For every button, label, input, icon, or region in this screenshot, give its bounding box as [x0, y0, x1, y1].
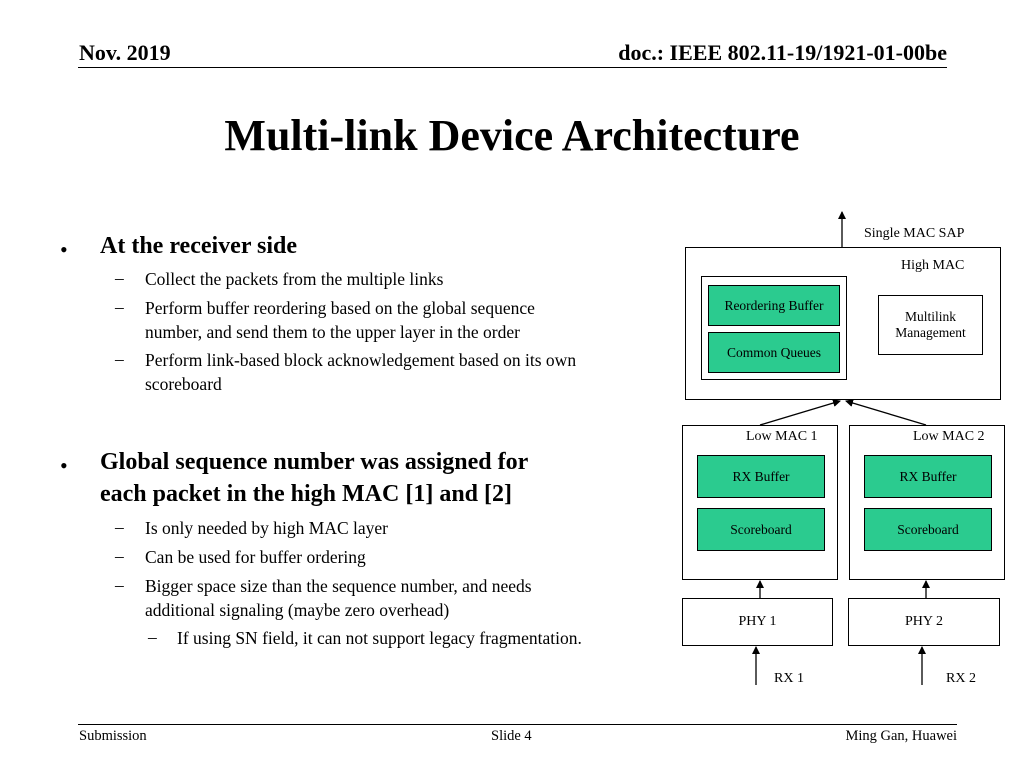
sub-bullet-buffer-ordering: Can be used for buffer ordering: [145, 547, 366, 567]
sub-bullet-marker: –: [115, 575, 124, 595]
high-mac-label: High MAC: [901, 258, 965, 273]
sub-bullet-high-mac-only: Is only needed by high MAC layer: [145, 518, 389, 538]
bullet-global-sn-line2: each packet in the high MAC [1] and [2]: [100, 481, 512, 507]
multilink-label-line2: Management: [895, 325, 966, 340]
multilink-management-block: Multilink Management: [878, 295, 983, 355]
sub-bullet-reorder-line2: number, and send them to the upper layer…: [145, 322, 520, 342]
footer-divider: [78, 724, 957, 725]
bullet-receiver-side: At the receiver side: [100, 233, 298, 259]
sub-bullet-marker: –: [115, 297, 124, 317]
low-mac-2-to-high-mac-arrow: [845, 399, 927, 426]
rx-2-label: RX 2: [946, 671, 976, 686]
rx-1-label: RX 1: [774, 671, 804, 686]
rx-buffer-2-block: RX Buffer: [864, 455, 992, 498]
low-mac-1-to-high-mac-arrow: [759, 399, 841, 426]
sub-bullet-marker: –: [115, 546, 124, 566]
low-mac-1-label: Low MAC 1: [746, 429, 818, 444]
single-mac-sap-label: Single MAC SAP: [864, 226, 965, 241]
low-mac-2-label: Low MAC 2: [913, 429, 985, 444]
sub-bullet-space-line1: Bigger space size than the sequence numb…: [145, 576, 532, 596]
common-queues-block: Common Queues: [708, 332, 840, 373]
header-divider: [78, 67, 947, 68]
phy-1-block: PHY 1: [682, 598, 833, 646]
sub-sub-bullet-marker: –: [148, 627, 157, 647]
sub-sub-bullet-sn-field: If using SN field, it can not support le…: [177, 628, 582, 648]
bullet-marker: •: [60, 453, 68, 478]
sub-bullet-reorder-line1: Perform buffer reordering based on the g…: [145, 298, 535, 318]
sub-bullet-space-line2: additional signaling (maybe zero overhea…: [145, 600, 450, 620]
sub-bullet-collect: Collect the packets from the multiple li…: [145, 269, 444, 289]
footer-slide-number: Slide 4: [491, 728, 532, 744]
sub-bullet-ack-line2: scoreboard: [145, 374, 222, 394]
header-doc-id: doc.: IEEE 802.11-19/1921-01-00be: [618, 40, 947, 65]
phy-2-block: PHY 2: [848, 598, 1000, 646]
bullet-marker: •: [60, 237, 68, 262]
reordering-buffer-block: Reordering Buffer: [708, 285, 840, 326]
scoreboard-1-block: Scoreboard: [697, 508, 825, 551]
sub-bullet-ack-line1: Perform link-based block acknowledgement…: [145, 350, 577, 370]
bullet-global-sn-line1: Global sequence number was assigned for: [100, 449, 529, 475]
multilink-label-line1: Multilink: [904, 309, 956, 324]
low-mac-2-block: [849, 425, 1005, 580]
rx-buffer-1-block: RX Buffer: [697, 455, 825, 498]
sub-bullet-marker: –: [115, 349, 124, 369]
slide-title: Multi-link Device Architecture: [224, 111, 800, 160]
footer-submission: Submission: [79, 728, 147, 744]
header-date: Nov. 2019: [79, 40, 171, 65]
sub-bullet-marker: –: [115, 517, 124, 537]
scoreboard-2-block: Scoreboard: [864, 508, 992, 551]
low-mac-1-block: [682, 425, 838, 580]
footer-author: Ming Gan, Huawei: [845, 728, 957, 744]
sub-bullet-marker: –: [115, 268, 124, 288]
